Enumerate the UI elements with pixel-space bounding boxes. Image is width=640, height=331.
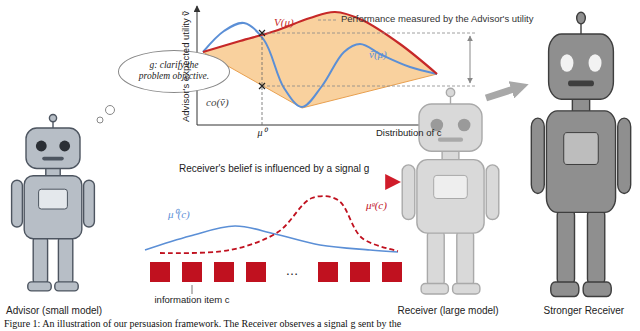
point-mark [259,83,265,89]
belief-panel [145,182,402,294]
robot-arm [402,165,415,220]
robot-panel [39,189,68,209]
robot-neck [572,98,589,113]
robot-antenna-tip [577,12,586,24]
v-hat-curve [203,23,437,107]
robot-eye [589,54,602,71]
role-label: Receiver (large model) [398,305,499,317]
robot-body [417,160,484,234]
point-mark [259,30,265,36]
robot-body [24,176,82,239]
signal-arrow [150,180,398,184]
information-item [182,262,202,282]
robot-mouth [42,157,64,161]
robot-leg [557,209,574,284]
robot-head [26,128,80,169]
density-label: μ⁰(c) [168,208,190,221]
figure-caption: Figure 1: An illustration of our persuas… [4,318,401,330]
robot-arm [84,180,95,227]
robot-mouth [438,138,463,142]
robot-panel [434,175,468,198]
robots [12,12,631,296]
information-item [318,262,338,282]
information-item [246,262,266,282]
thought-bubble: g: clarify the problem objective. [118,50,230,93]
robot-eye [458,119,471,132]
robot-foot [551,282,579,297]
robot-arm [12,180,23,227]
robot-eye [59,141,70,152]
robot-leg [427,231,444,286]
thought-dot [97,117,103,123]
curve-label: ṽ(μ) [369,48,387,61]
information-item [382,262,402,282]
bubble-text: g: clarify the problem objective. [134,60,214,83]
information-item [150,262,170,282]
posterior-density [160,196,398,253]
robot-eye [560,54,573,71]
robot-eye [36,141,47,152]
robot-antenna-tip [49,115,56,122]
robot-head [549,34,614,99]
x-axis [197,125,446,126]
robot-arm [486,165,499,220]
robot-body [546,111,615,213]
lower-guide [262,86,476,87]
robot-leg [587,209,604,284]
robot-panel [564,133,599,165]
robot-leg [58,237,72,284]
prior-density [145,226,398,252]
thought-dot [106,106,115,115]
robot-foot [421,284,448,295]
gap-arrow [470,36,471,83]
axis-title: Distribution of c [376,128,441,139]
robot-leg [33,237,47,284]
robot-antenna-tip [446,88,454,96]
annotation: Performance measured by the Advisor's ut… [341,14,533,25]
ellipsis: … [286,264,299,279]
density-label: μᵍ(c) [366,199,387,212]
robot-leg [457,231,474,286]
item-label: information item c [155,295,230,306]
closure-lower-edge [203,52,437,108]
role-label: Advisor (small model) [6,305,102,317]
robot-mouth [568,80,594,86]
robot-foot [55,282,78,291]
leader-line [192,285,193,294]
robot-foot [453,284,480,295]
robot-foot [28,282,51,291]
prior-guide [262,30,263,125]
upper-guide [262,33,476,34]
robot-foot [583,282,611,297]
robot-figure [531,12,630,296]
curve-label: V(μ) [274,16,294,29]
signal-caption: Receiver's belief is influenced by a sig… [179,163,369,175]
upgrade-arrow [486,87,520,98]
role-label: Stronger Receiver [544,305,625,317]
tick-label: μ⁰ [258,127,267,139]
area-label: co(ṽ) [206,96,229,109]
information-item [350,262,370,282]
robot-arm [531,118,544,193]
concave-closure-area [203,12,437,108]
robot-figure [402,88,499,294]
robot-figure [12,115,95,291]
axis-title: Advisor's expected utility ṽ [181,10,192,121]
robot-arm [618,118,631,193]
information-item [214,262,234,282]
performance-guide [318,20,338,21]
